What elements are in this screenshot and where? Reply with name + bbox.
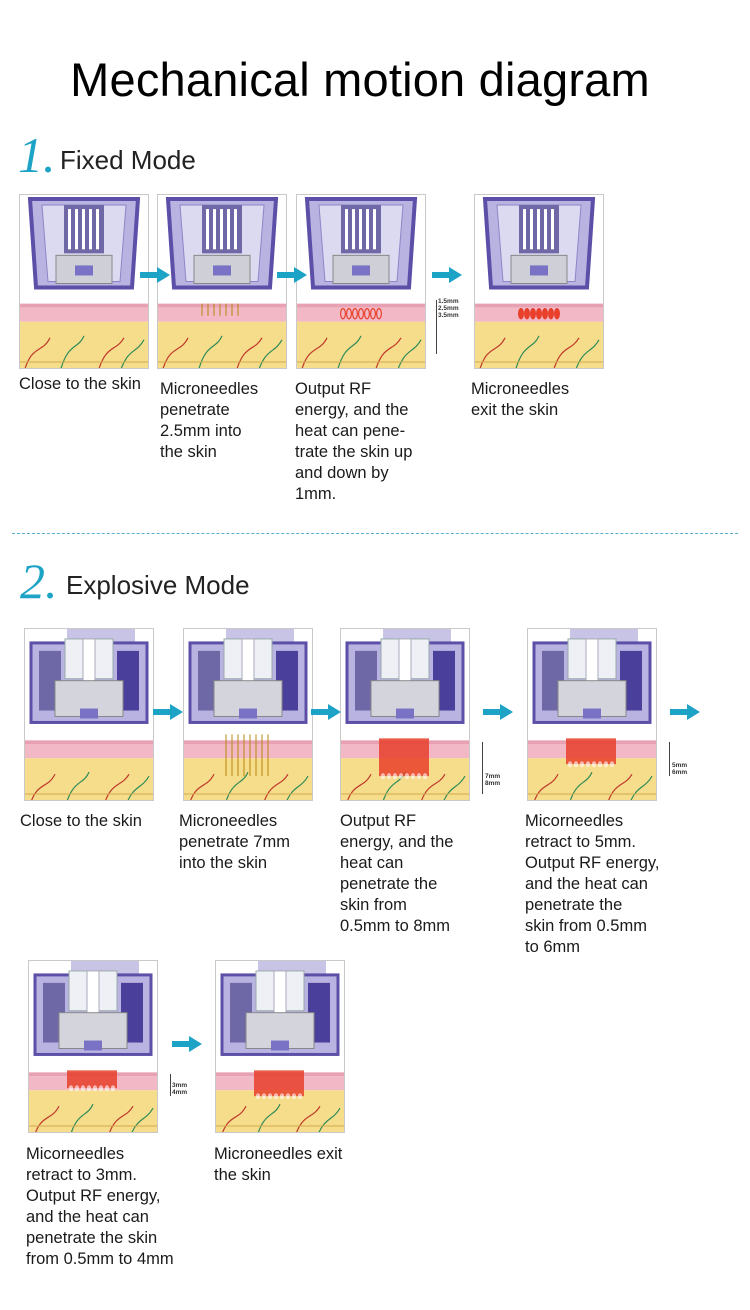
fixed-step-3-illustration [296, 194, 426, 369]
fixed-step-2-caption: Microneedles penetrate 2.5mm into the sk… [160, 380, 259, 461]
section-2-label: Explosive Mode [66, 570, 250, 600]
explosive-step-3-caption: Output RF energy, and the heat can penet… [340, 812, 454, 935]
arrow-right-icon [483, 704, 513, 720]
arrow-right-icon [311, 704, 341, 720]
skin-device-diagram [25, 629, 153, 800]
fixed-step-4-illustration [474, 194, 604, 369]
page-title: Mechanical motion diagram [70, 53, 650, 106]
skin-device-diagram [20, 195, 148, 368]
section-1-number: 1. [18, 127, 56, 183]
depth-scale-label: 4mm [172, 1089, 188, 1096]
depth-scale-label: 7mm [485, 773, 501, 780]
explosive-step-5-caption: Micorneedles retract to 3mm. Output RF e… [26, 1145, 174, 1268]
arrow-right-icon [670, 704, 700, 720]
depth-scale-bracket [468, 742, 483, 794]
arrow-right-icon [172, 1036, 202, 1052]
explosive-step-6-caption: Microneedles exit the skin [214, 1145, 343, 1184]
fixed-step-1-illustration [19, 194, 149, 369]
arrow-right-icon [277, 267, 307, 283]
skin-device-diagram [297, 195, 425, 368]
explosive-step-4-caption: Micorneedles retract to 5mm. Output RF e… [525, 812, 660, 956]
explosive-step-2-illustration [183, 628, 313, 801]
depth-scale-label: 6mm [672, 769, 688, 776]
fixed-step-2-illustration [157, 194, 287, 369]
depth-scale-bracket [424, 300, 437, 354]
explosive-step-1-caption: Close to the skin [20, 812, 142, 830]
fixed-step-1-caption: Close to the skin [19, 375, 141, 393]
fixed-step-3-caption: Output RF energy, and the heat can pene-… [295, 380, 413, 503]
skin-device-diagram [475, 195, 603, 368]
skin-device-diagram [184, 629, 312, 800]
explosive-step-4-illustration [527, 628, 657, 801]
section-divider [12, 533, 738, 534]
arrow-right-icon [153, 704, 183, 720]
depth-scale-label: 5mm [672, 762, 688, 769]
depth-scale-bracket [156, 1074, 171, 1096]
explosive-step-2-caption: Microneedles penetrate 7mm into the skin [179, 812, 290, 872]
section-2-number: 2. [20, 553, 58, 609]
fixed-step-4-caption: Microneedles exit the skin [471, 380, 570, 419]
depth-scale-bracket [655, 742, 670, 776]
depth-scale-label: 8mm [485, 780, 501, 787]
arrow-right-icon [432, 267, 462, 283]
skin-device-diagram [216, 961, 344, 1132]
section-1-label: Fixed Mode [60, 145, 196, 175]
skin-device-diagram [158, 195, 286, 368]
explosive-step-1-illustration [24, 628, 154, 801]
depth-scale-label: 2.5mm [438, 305, 459, 312]
explosive-step-6-illustration [215, 960, 345, 1133]
skin-device-diagram [528, 629, 656, 800]
depth-scale-label: 3mm [172, 1082, 188, 1089]
depth-scale-label: 1.5mm [438, 298, 459, 305]
depth-scale-label: 3.5mm [438, 312, 459, 319]
arrow-right-icon [140, 267, 170, 283]
skin-device-diagram [341, 629, 469, 800]
explosive-step-5-illustration [28, 960, 158, 1133]
explosive-step-3-illustration [340, 628, 470, 801]
skin-device-diagram [29, 961, 157, 1132]
